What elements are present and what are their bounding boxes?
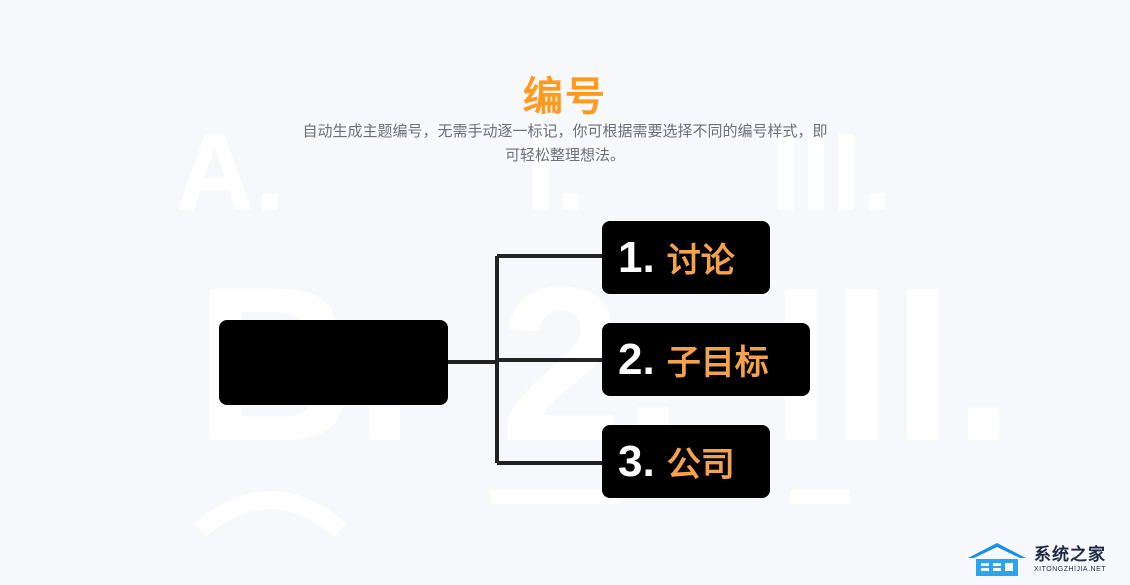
- subtopic-node-3[interactable]: 3. 公司: [602, 425, 770, 498]
- feature-description: 自动生成主题编号，无需手动逐一标记，你可根据需要选择不同的编号样式，即可轻松整理…: [302, 122, 828, 164]
- logo-name-en: XITONGZHIJIA.NET: [1034, 565, 1107, 573]
- subtopic-node-2[interactable]: 2. 子目标: [602, 323, 810, 396]
- logo-name-cn: 系统之家: [1034, 544, 1106, 565]
- subtopic-label: 公司: [666, 445, 735, 485]
- subtopic-number: 3.: [618, 436, 655, 486]
- house-logo-icon: [968, 543, 1026, 576]
- page-title: 编号: [523, 73, 607, 120]
- site-watermark-logo: 系统之家 XITONGZHIJIA.NET: [966, 538, 1122, 580]
- subtopic-label: 讨论: [666, 241, 735, 281]
- subtopic-node-1[interactable]: 1. 讨论: [602, 221, 770, 294]
- subtopic-number: 2.: [618, 334, 655, 384]
- subtopic-number: 1.: [618, 232, 655, 282]
- subtopic-label: 子目标: [666, 343, 769, 383]
- root-topic-node[interactable]: [219, 320, 448, 405]
